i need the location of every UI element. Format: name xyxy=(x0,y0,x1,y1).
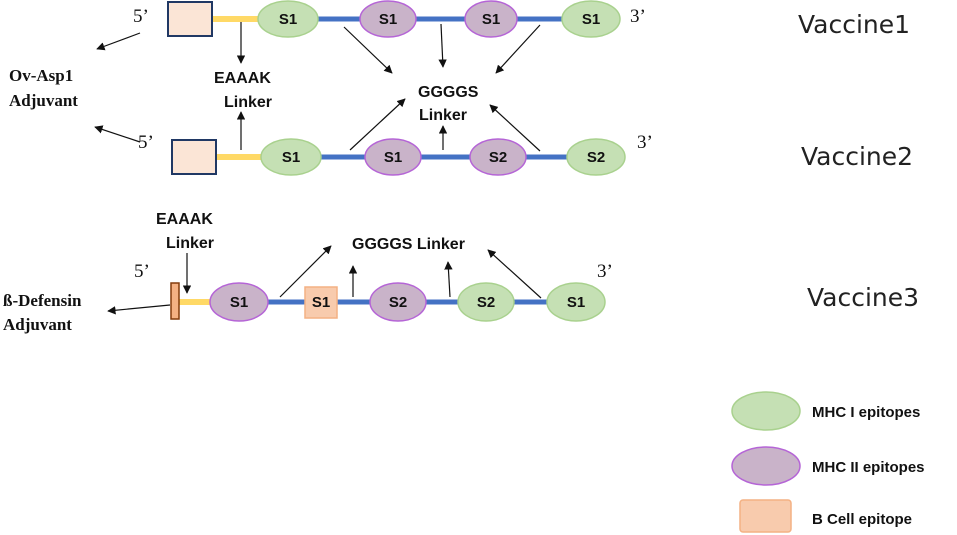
vaccine2-three-prime: 3’ xyxy=(637,132,653,153)
vaccine2-epitope-2-shape xyxy=(364,138,422,176)
vaccine2-epitope-3-label: S2 xyxy=(489,149,507,166)
vaccine3-epitope-1: S1 xyxy=(209,282,269,322)
vaccine3-three-prime: 3’ xyxy=(597,261,613,282)
vaccine3-epitope-2: S1 xyxy=(304,286,338,319)
arrow-ggggs1-b xyxy=(438,23,447,68)
vaccine3-five-prime: 5’ xyxy=(134,261,150,282)
vaccine1-five-prime: 5’ xyxy=(133,6,149,27)
ggggs1-label-line2: Linker xyxy=(419,107,467,124)
ggggs-linker-label-1: GGGGS Linker xyxy=(418,84,479,124)
vaccine2-epitope-4: S2 xyxy=(566,138,626,176)
arrow-adjuvant1-top xyxy=(96,32,141,51)
eaaak3-label-line2: Linker xyxy=(166,235,214,252)
vaccine2-title: Vaccine2 xyxy=(801,142,913,171)
annotation-arrows-bottom xyxy=(107,245,542,315)
vaccine1-epitope-1-label: S1 xyxy=(279,11,297,28)
vaccine3-epitope-1-label: S1 xyxy=(230,294,248,311)
vaccine2-epitope-2-label: S1 xyxy=(384,149,402,166)
legend-swatch-mhc2 xyxy=(731,446,801,486)
arrow-ggggs1-a xyxy=(343,26,393,74)
adjuvant1-label: Ov-Asp1 Adjuvant xyxy=(9,66,78,110)
arrow-adjuvant1-bottom xyxy=(94,125,141,143)
vaccine3-epitope-5: S1 xyxy=(546,282,606,322)
arrow-ggggs3-c xyxy=(444,261,453,298)
vaccine3-title: Vaccine3 xyxy=(807,283,919,312)
vaccine3-epitope-4: S2 xyxy=(457,282,515,322)
ggggs1-label-line1: GGGGS xyxy=(418,84,479,101)
vaccine1-epitope-4: S1 xyxy=(561,0,621,38)
ggggs3-label: GGGGS Linker xyxy=(352,236,465,253)
vaccine1-epitope-2: S1 xyxy=(359,0,417,38)
vaccine1-epitope-2-shape xyxy=(359,0,417,38)
adjuvant3-label-line2: Adjuvant xyxy=(3,315,72,334)
vaccine3-epitope-5-shape xyxy=(546,282,606,322)
vaccine2-epitope-1: S1 xyxy=(260,138,322,176)
eaaak1-label-line2: Linker xyxy=(224,94,272,111)
arrow-ggggs1-d xyxy=(349,98,406,151)
vaccine1-epitope-4-label: S1 xyxy=(582,11,600,28)
vaccine1-epitope-3-shape xyxy=(464,0,518,38)
legend-swatch-mhc1 xyxy=(731,391,801,431)
vaccine2-epitope-4-label: S2 xyxy=(587,149,605,166)
vaccine3-epitope-4-label: S2 xyxy=(477,294,495,311)
annotation-arrows-top xyxy=(94,22,541,152)
vaccine3-epitope-2-shape xyxy=(304,286,338,319)
vaccine2-epitope-3-shape xyxy=(469,138,527,176)
vaccine2-epitope-1-label: S1 xyxy=(282,149,300,166)
legend-label-mhc1: MHC I epitopes xyxy=(812,404,920,421)
vaccine2-epitope-1-shape xyxy=(260,138,322,176)
vaccine1-construct: 5’ S1 S1 S1 S1 3’ Vaccine1 xyxy=(133,0,910,39)
legend-item-bcell: B Cell epitope xyxy=(739,499,912,533)
arrow-adjuvant3 xyxy=(107,304,171,315)
eaaak3-label-line1: EAAAK xyxy=(156,211,213,228)
vaccine3-epitope-2-label: S1 xyxy=(312,294,330,311)
vaccine2-epitope-2: S1 xyxy=(364,138,422,176)
vaccine3-epitope-3-shape xyxy=(369,282,427,322)
eaaak1-label-line1: EAAAK xyxy=(214,70,271,87)
legend-swatch-bcell xyxy=(739,499,792,533)
vaccine2-five-prime: 5’ xyxy=(138,132,154,153)
eaaak-linker-label-3: EAAAK Linker xyxy=(156,211,214,252)
vaccine3-construct: 5’ S1 S1 S2 S2 S1 3’ Vaccine3 xyxy=(134,261,919,322)
vaccine3-epitope-5-label: S1 xyxy=(567,294,585,311)
vaccine3-epitope-3: S2 xyxy=(369,282,427,322)
legend-label-bcell: B Cell epitope xyxy=(812,511,912,528)
legend: MHC I epitopes MHC II epitopes B Cell ep… xyxy=(731,391,925,533)
vaccine2-construct: 5’ S1 S1 S2 S2 3’ Vaccine2 xyxy=(138,132,913,176)
arrow-ggggs3-a xyxy=(279,245,332,298)
eaaak-linker-label-1: EAAAK Linker xyxy=(214,70,272,111)
vaccine1-epitope-1-shape xyxy=(257,0,319,38)
arrow-ggggs1-f xyxy=(489,104,541,152)
arrow-ggggs3-d xyxy=(487,249,542,299)
vaccine3-epitope-3-label: S2 xyxy=(389,294,407,311)
vaccine1-epitope-3-label: S1 xyxy=(482,11,500,28)
vaccine1-epitope-4-shape xyxy=(561,0,621,38)
vaccine3-epitope-4-shape xyxy=(457,282,515,322)
adjuvant1-label-line2: Adjuvant xyxy=(9,91,78,110)
vaccine2-epitope-4-shape xyxy=(566,138,626,176)
vaccine2-epitope-3: S2 xyxy=(469,138,527,176)
vaccine1-epitope-1: S1 xyxy=(257,0,319,38)
arrow-ggggs1-c xyxy=(495,24,541,74)
adjuvant3-label-line1: ß-Defensin xyxy=(3,291,82,310)
vaccine1-epitope-2-label: S1 xyxy=(379,11,397,28)
vaccine2-adjuvant-box xyxy=(171,139,217,175)
adjuvant1-label-line1: Ov-Asp1 xyxy=(9,66,73,85)
vaccine1-title: Vaccine1 xyxy=(798,10,910,39)
legend-item-mhc1: MHC I epitopes xyxy=(731,391,920,431)
adjuvant3-label: ß-Defensin Adjuvant xyxy=(3,291,82,334)
vaccine3-adjuvant-box xyxy=(170,282,180,320)
vaccine1-epitope-3: S1 xyxy=(464,0,518,38)
legend-item-mhc2: MHC II epitopes xyxy=(731,446,925,486)
legend-label-mhc2: MHC II epitopes xyxy=(812,459,925,476)
vaccine1-adjuvant-box xyxy=(167,1,213,37)
vaccine1-three-prime: 3’ xyxy=(630,6,646,27)
vaccine3-epitope-1-shape xyxy=(209,282,269,322)
